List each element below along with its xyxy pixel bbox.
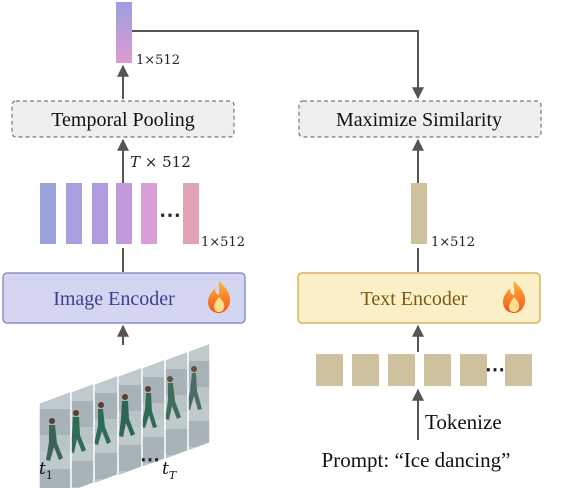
maximize-similarity-box — [298, 100, 542, 138]
token-block — [352, 354, 379, 386]
frame-feature-bar — [66, 183, 82, 244]
token-block — [505, 354, 532, 386]
text-encoder-box — [297, 272, 541, 324]
token-block — [388, 354, 415, 386]
token-block — [460, 354, 487, 386]
frame-feature-bars: ⋯ — [40, 183, 199, 244]
frame-feature-bar — [183, 183, 199, 244]
video-frame — [38, 389, 72, 488]
frame-features-ellipsis: ⋯ — [159, 202, 181, 228]
text-feature-bar — [411, 183, 427, 244]
fire-icon — [503, 281, 526, 313]
tokenize-label: Tokenize — [425, 410, 502, 434]
frame-feature-bar — [92, 183, 108, 244]
image-encoder-label: Image Encoder — [53, 288, 175, 310]
prompt-text: Prompt: “Ice dancing” — [322, 448, 511, 472]
image-encoder-box — [2, 272, 246, 324]
pooled-feature-bar — [116, 2, 132, 63]
token-row: ⋯ — [316, 354, 532, 386]
frame-feature-bar — [116, 183, 132, 244]
frame-feature-bar — [40, 183, 56, 244]
frames-ellipsis: ⋯ — [140, 447, 160, 471]
pooled-dim-label: 1×512 — [136, 53, 180, 68]
tokens-ellipsis: ⋯ — [485, 357, 505, 381]
text-encoder-label: Text Encoder — [361, 288, 468, 310]
token-block — [424, 354, 451, 386]
temporal-pooling-box — [11, 100, 235, 138]
fire-icon — [208, 281, 231, 313]
connector-to-similarity — [132, 30, 424, 100]
first-frame-label: t1 — [39, 459, 53, 482]
frame-feature-dim-label: 1×512 — [201, 235, 245, 250]
pool-input-dim-label: T × 512 — [130, 153, 191, 171]
last-frame-label: tT — [162, 459, 178, 482]
text-feature-dim-label: 1×512 — [431, 235, 475, 250]
token-block — [316, 354, 343, 386]
temporal-pooling-label: Temporal Pooling — [51, 109, 195, 131]
video-frames-stack — [38, 341, 211, 488]
maximize-similarity-label: Maximize Similarity — [336, 109, 502, 131]
frame-feature-bar — [141, 183, 157, 244]
